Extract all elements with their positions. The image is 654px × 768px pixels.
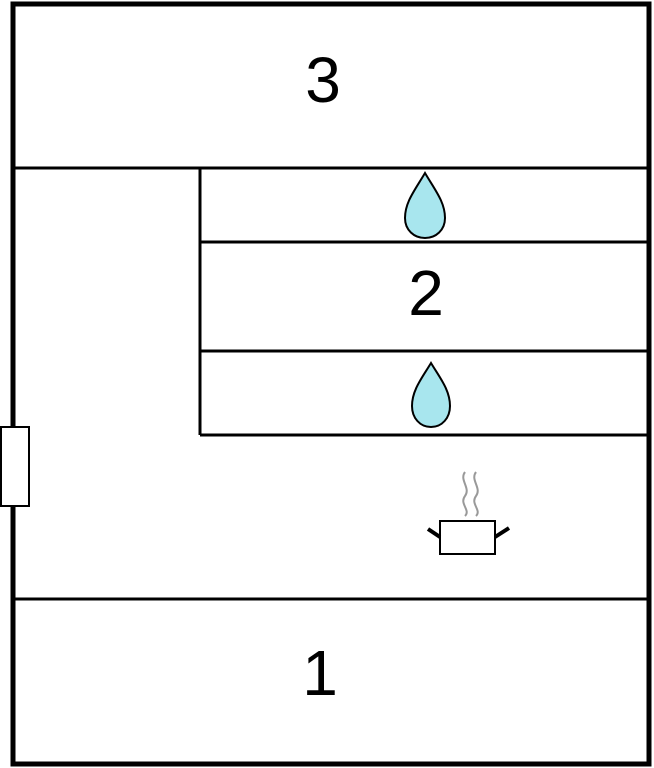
- zone-2-block: [198, 168, 649, 437]
- steaming-pot-icon: [426, 471, 511, 555]
- pot-body: [439, 520, 496, 555]
- water-drop-icon: [403, 171, 447, 240]
- pot-handle-right: [493, 526, 511, 539]
- zone-2-label: 2: [408, 257, 444, 329]
- zone-3-label: 3: [305, 44, 341, 116]
- pot-handle-left: [426, 527, 442, 539]
- outer-frame: [10, 1, 652, 767]
- steam-line: [473, 471, 479, 517]
- door-icon: [0, 426, 30, 507]
- water-drop-icon: [410, 361, 452, 429]
- steam-line: [462, 471, 468, 517]
- zone-1-label: 1: [302, 637, 338, 709]
